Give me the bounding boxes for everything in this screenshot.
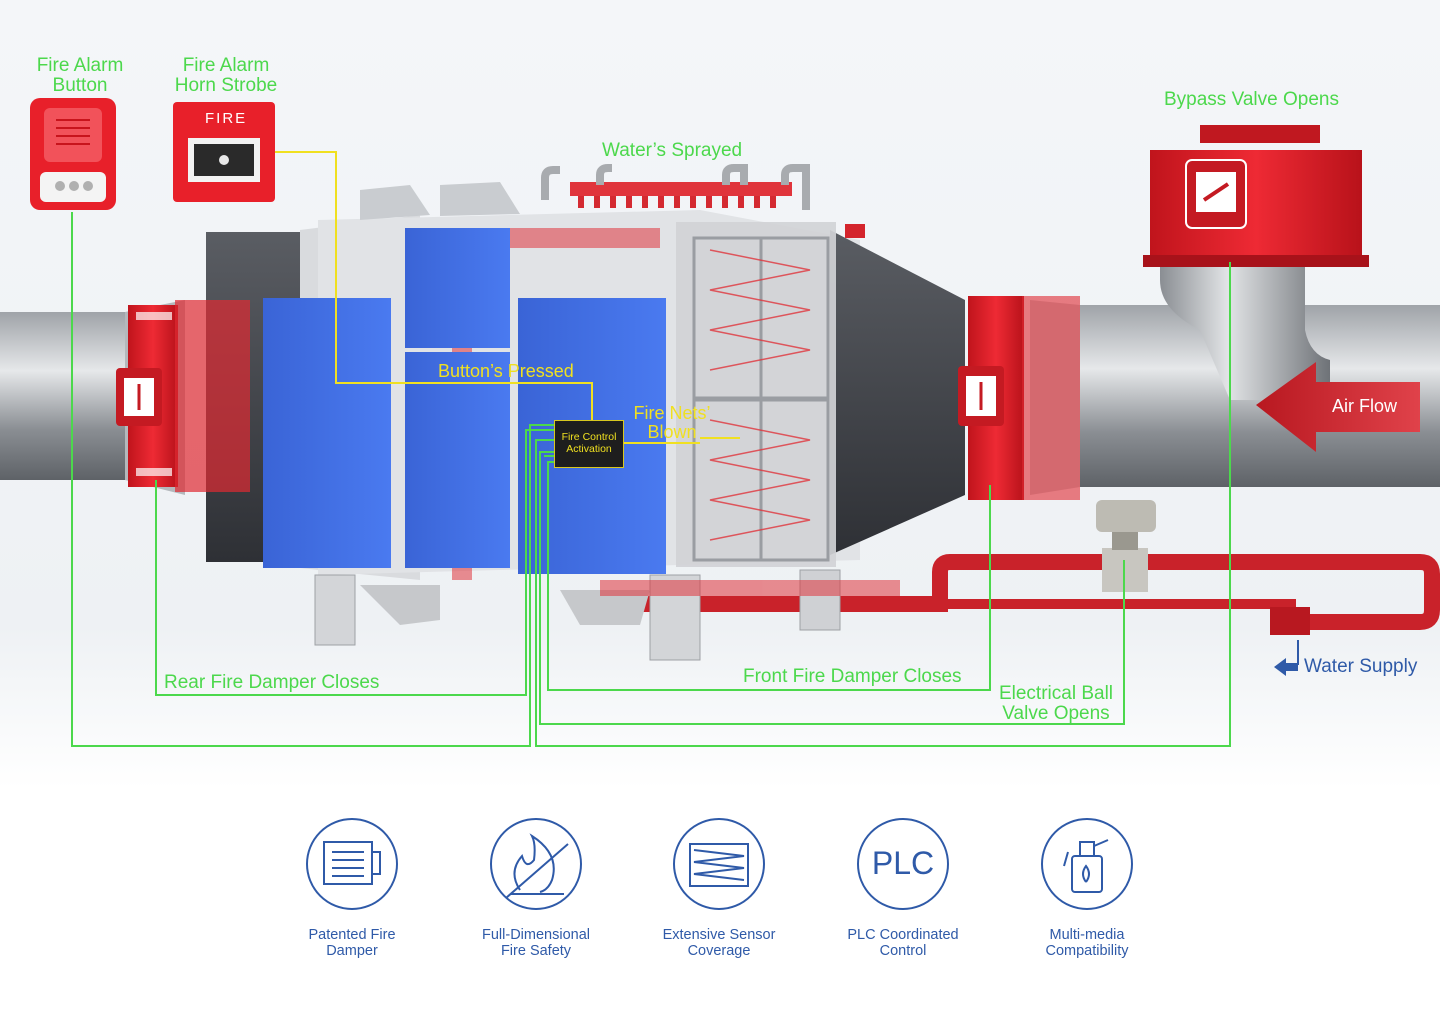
label-rear-damper: Rear Fire Damper Closes bbox=[164, 672, 380, 693]
spray-manifold bbox=[541, 164, 810, 210]
feature-multimedia: Multi-media Compatibility bbox=[987, 818, 1187, 960]
plc-icon: PLC bbox=[857, 818, 949, 910]
extinguisher-icon bbox=[1041, 818, 1133, 910]
yellow-signal-lines bbox=[275, 151, 740, 444]
caption-line: PLC Coordinated bbox=[847, 927, 959, 943]
horn-panel-text: FIRE bbox=[205, 110, 248, 127]
caption-line: Compatibility bbox=[1045, 942, 1129, 959]
caption-line: Control bbox=[879, 942, 927, 959]
label-horn-strobe: Fire Alarm Horn Strobe bbox=[166, 56, 286, 96]
front-hood bbox=[830, 224, 965, 555]
horn-strobe-device bbox=[173, 102, 275, 202]
label-line: Valve Opens bbox=[1002, 702, 1110, 724]
damper-icon bbox=[306, 818, 398, 910]
filter-section bbox=[676, 222, 836, 567]
sensor-grid-icon bbox=[673, 818, 765, 910]
rear-fire-damper bbox=[116, 300, 250, 492]
label-water-supply: Water Supply bbox=[1304, 656, 1418, 677]
caption-line: Full-Dimensional bbox=[482, 927, 590, 943]
front-fire-damper bbox=[958, 296, 1080, 500]
label-front-damper: Front Fire Damper Closes bbox=[743, 666, 962, 687]
feature-patented-damper: Patented Fire Damper bbox=[252, 818, 452, 960]
label-line: Fire Control bbox=[561, 431, 617, 444]
feature-caption: Patented Fire Damper bbox=[252, 927, 452, 960]
green-signal-lines bbox=[71, 212, 1231, 747]
label-line: Fire Alarm bbox=[182, 55, 270, 76]
feature-caption: Full-Dimensional Fire Safety bbox=[436, 927, 636, 960]
label-air-flow: Air Flow bbox=[1332, 396, 1398, 416]
label-ball-valve: Electrical Ball Valve Opens bbox=[990, 684, 1122, 724]
label-bypass-valve: Bypass Valve Opens bbox=[1164, 89, 1339, 110]
caption-line: Coverage bbox=[687, 942, 751, 959]
label-fire-nets: Fire Nets’ Blown bbox=[620, 404, 724, 442]
label-water-sprayed: Water’s Sprayed bbox=[602, 140, 743, 161]
caption-line: Multi-media bbox=[1049, 927, 1125, 943]
label-line: Fire Nets’ bbox=[633, 403, 711, 423]
water-supply-arrow bbox=[1274, 640, 1299, 676]
caption-line: Damper bbox=[326, 942, 378, 959]
label-line: Blown bbox=[647, 421, 697, 442]
feature-caption: Extensive Sensor Coverage bbox=[619, 927, 819, 960]
label-line: Fire Alarm bbox=[36, 55, 124, 76]
feature-sensor-coverage: Extensive Sensor Coverage bbox=[619, 818, 819, 960]
plc-icon-text: PLC bbox=[871, 845, 935, 881]
caption-line: Patented Fire bbox=[308, 927, 396, 943]
bypass-pipe bbox=[1160, 255, 1330, 400]
fire-alarm-button-device bbox=[30, 98, 116, 210]
feature-caption: Multi-media Compatibility bbox=[987, 927, 1187, 960]
bypass-valve bbox=[1143, 125, 1369, 267]
air-flow-arrow bbox=[1256, 362, 1420, 452]
no-fire-icon bbox=[490, 818, 582, 910]
label-line: Button bbox=[52, 74, 108, 96]
label-fire-alarm-button: Fire Alarm Button bbox=[24, 56, 136, 96]
feature-plc-control: PLC PLC Coordinated Control bbox=[803, 818, 1003, 960]
feature-fire-safety: Full-Dimensional Fire Safety bbox=[436, 818, 636, 960]
fire-control-box: Fire Control Activation bbox=[554, 420, 624, 468]
label-line: Horn Strobe bbox=[174, 74, 278, 96]
water-pipes bbox=[620, 500, 1440, 635]
label-line: Activation bbox=[566, 443, 612, 455]
caption-line: Extensive Sensor bbox=[662, 927, 776, 943]
caption-line: Fire Safety bbox=[500, 942, 572, 959]
label-button-pressed: Button’s Pressed bbox=[438, 361, 574, 381]
feature-caption: PLC Coordinated Control bbox=[803, 927, 1003, 960]
label-line: Electrical Ball bbox=[998, 683, 1114, 704]
